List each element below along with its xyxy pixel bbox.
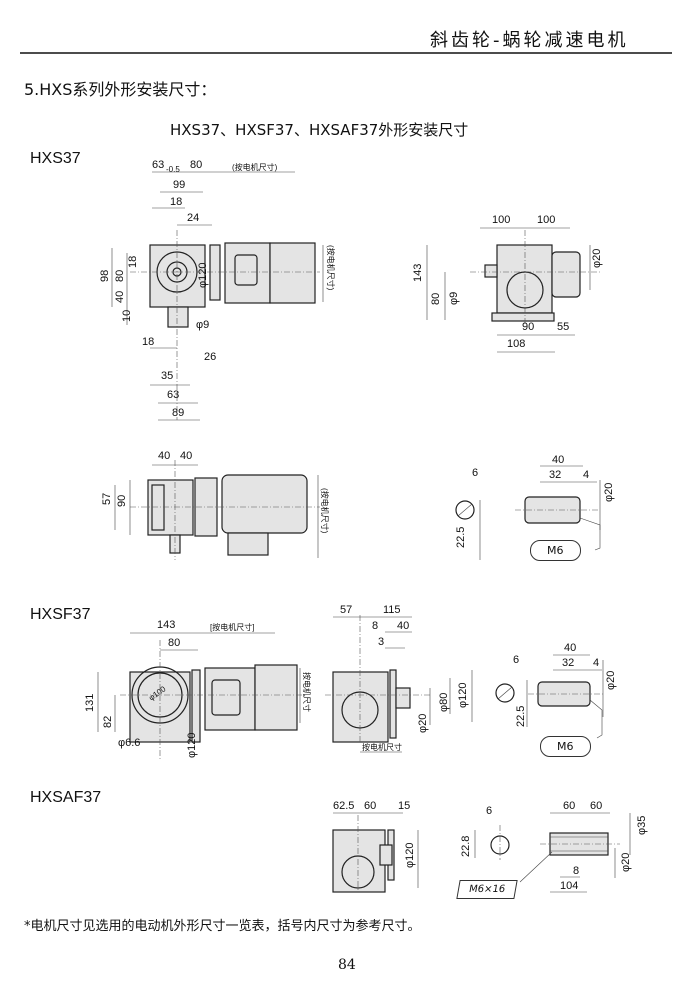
dim: 63 (152, 159, 165, 171)
dim: 115 (383, 604, 401, 616)
dim: 100 (537, 214, 556, 226)
motor-note: (按电机尺寸) (232, 163, 278, 172)
dim: φ35 (636, 815, 648, 835)
dim: 40 (564, 642, 577, 654)
footnote: *电机尺寸见选用的电动机外形尺寸一览表，括号内尺寸为参考尺寸。 (24, 919, 421, 934)
dim: 4 (583, 469, 590, 481)
dim: 143 (412, 263, 424, 282)
dim: 18 (142, 336, 155, 348)
thread-callout: M6 (530, 540, 581, 561)
dim: 57 (101, 492, 113, 505)
dim: 100 (492, 214, 511, 226)
dim: 4 (593, 657, 600, 669)
dim: 35 (161, 370, 174, 382)
dim: 60 (364, 800, 377, 812)
dim: φ120 (186, 732, 198, 759)
dim: 40 (397, 620, 410, 632)
dim: 40 (114, 290, 126, 303)
dim: 55 (557, 321, 570, 333)
dim: 40 (180, 450, 193, 462)
dim: φ9 (448, 291, 460, 305)
dim: 22.5 (455, 526, 467, 548)
dim: 98 (99, 269, 111, 282)
hxs37-side-drawing (426, 227, 600, 353)
page-subtitle: HXS37、HXSF37、HXSAF37外形安装尺寸 (170, 121, 469, 139)
dim: 60 (590, 800, 603, 812)
motor-note: 按电机尺寸 (362, 743, 402, 752)
dim: φ120 (404, 842, 416, 869)
dim: 8 (573, 865, 580, 877)
motor-note: [按电机尺寸] (210, 623, 255, 632)
hxsf37-side-drawing (325, 615, 473, 753)
motor-note: (按电机尺寸) (320, 488, 329, 534)
dim: 18 (127, 255, 139, 268)
dim: φ6.6 (118, 737, 141, 749)
hxsf37-front-drawing (97, 632, 305, 760)
dim: φ20 (417, 713, 429, 733)
hxs37-front-drawing (111, 171, 324, 421)
dim: φ20 (620, 852, 632, 872)
dim: φ120 (457, 682, 469, 709)
hxs37-shaft-drawing (455, 465, 601, 560)
dim: 131 (84, 693, 96, 712)
thread-callout: M6×16 (456, 880, 518, 899)
dim: 32 (562, 657, 575, 669)
hxsaf37-drawings (332, 812, 631, 893)
dim: 8 (372, 620, 379, 632)
model-label-hxsf37: HXSF37 (30, 606, 91, 623)
dim: 22.5 (515, 705, 527, 727)
dim: φ120 (197, 262, 209, 289)
model-label-hxsaf37: HXSAF37 (30, 789, 102, 806)
header-title: 斜齿轮-蜗轮减速电机 (430, 30, 629, 51)
page-number: 84 (338, 957, 356, 973)
dim: 40 (552, 454, 565, 466)
dim: 15 (398, 800, 411, 812)
dim: 40 (158, 450, 171, 462)
section-title: 5.HXS系列外形安装尺寸： (24, 80, 217, 99)
dim: 60 (563, 800, 576, 812)
dim: 80 (114, 269, 126, 282)
motor-note: 按电机尺寸 (302, 672, 311, 712)
dim: 6 (513, 654, 520, 666)
dim: φ20 (591, 248, 603, 268)
dim: 90 (116, 494, 128, 507)
dim: φ20 (605, 670, 617, 690)
dim: 99 (173, 179, 186, 191)
dim: 89 (172, 407, 185, 419)
dim: 10 (121, 309, 133, 322)
hxsf37-shaft-drawing (495, 654, 605, 739)
thread-callout: M6 (540, 736, 591, 757)
dim: 62.5 (333, 800, 355, 812)
dim: 82 (102, 715, 114, 728)
dim: 24 (187, 212, 200, 224)
model-label-hxs37: HXS37 (30, 150, 81, 167)
dim: 108 (507, 338, 526, 350)
dim: 3 (378, 636, 385, 648)
dim: 80 (190, 159, 203, 171)
dim: 104 (560, 880, 579, 892)
dim: φ20 (603, 482, 615, 502)
dim: 80 (168, 637, 181, 649)
dim: 32 (549, 469, 562, 481)
dim-tolerance: -0.5 (166, 165, 180, 174)
dim: 6 (486, 805, 493, 817)
dim: 26 (204, 351, 217, 363)
dim: 6 (472, 467, 479, 479)
dim: 57 (340, 604, 353, 616)
dim: 143 (157, 619, 176, 631)
dim: φ80 (438, 692, 450, 712)
dim: 22.8 (460, 835, 472, 857)
dim: 63 (167, 389, 180, 401)
dim: 18 (170, 196, 183, 208)
dim: 90 (522, 321, 535, 333)
dim: φ9 (196, 319, 210, 331)
hxs37-top-drawing (114, 460, 320, 560)
dim: 80 (430, 292, 442, 305)
motor-note: (按电机尺寸) (326, 245, 335, 291)
